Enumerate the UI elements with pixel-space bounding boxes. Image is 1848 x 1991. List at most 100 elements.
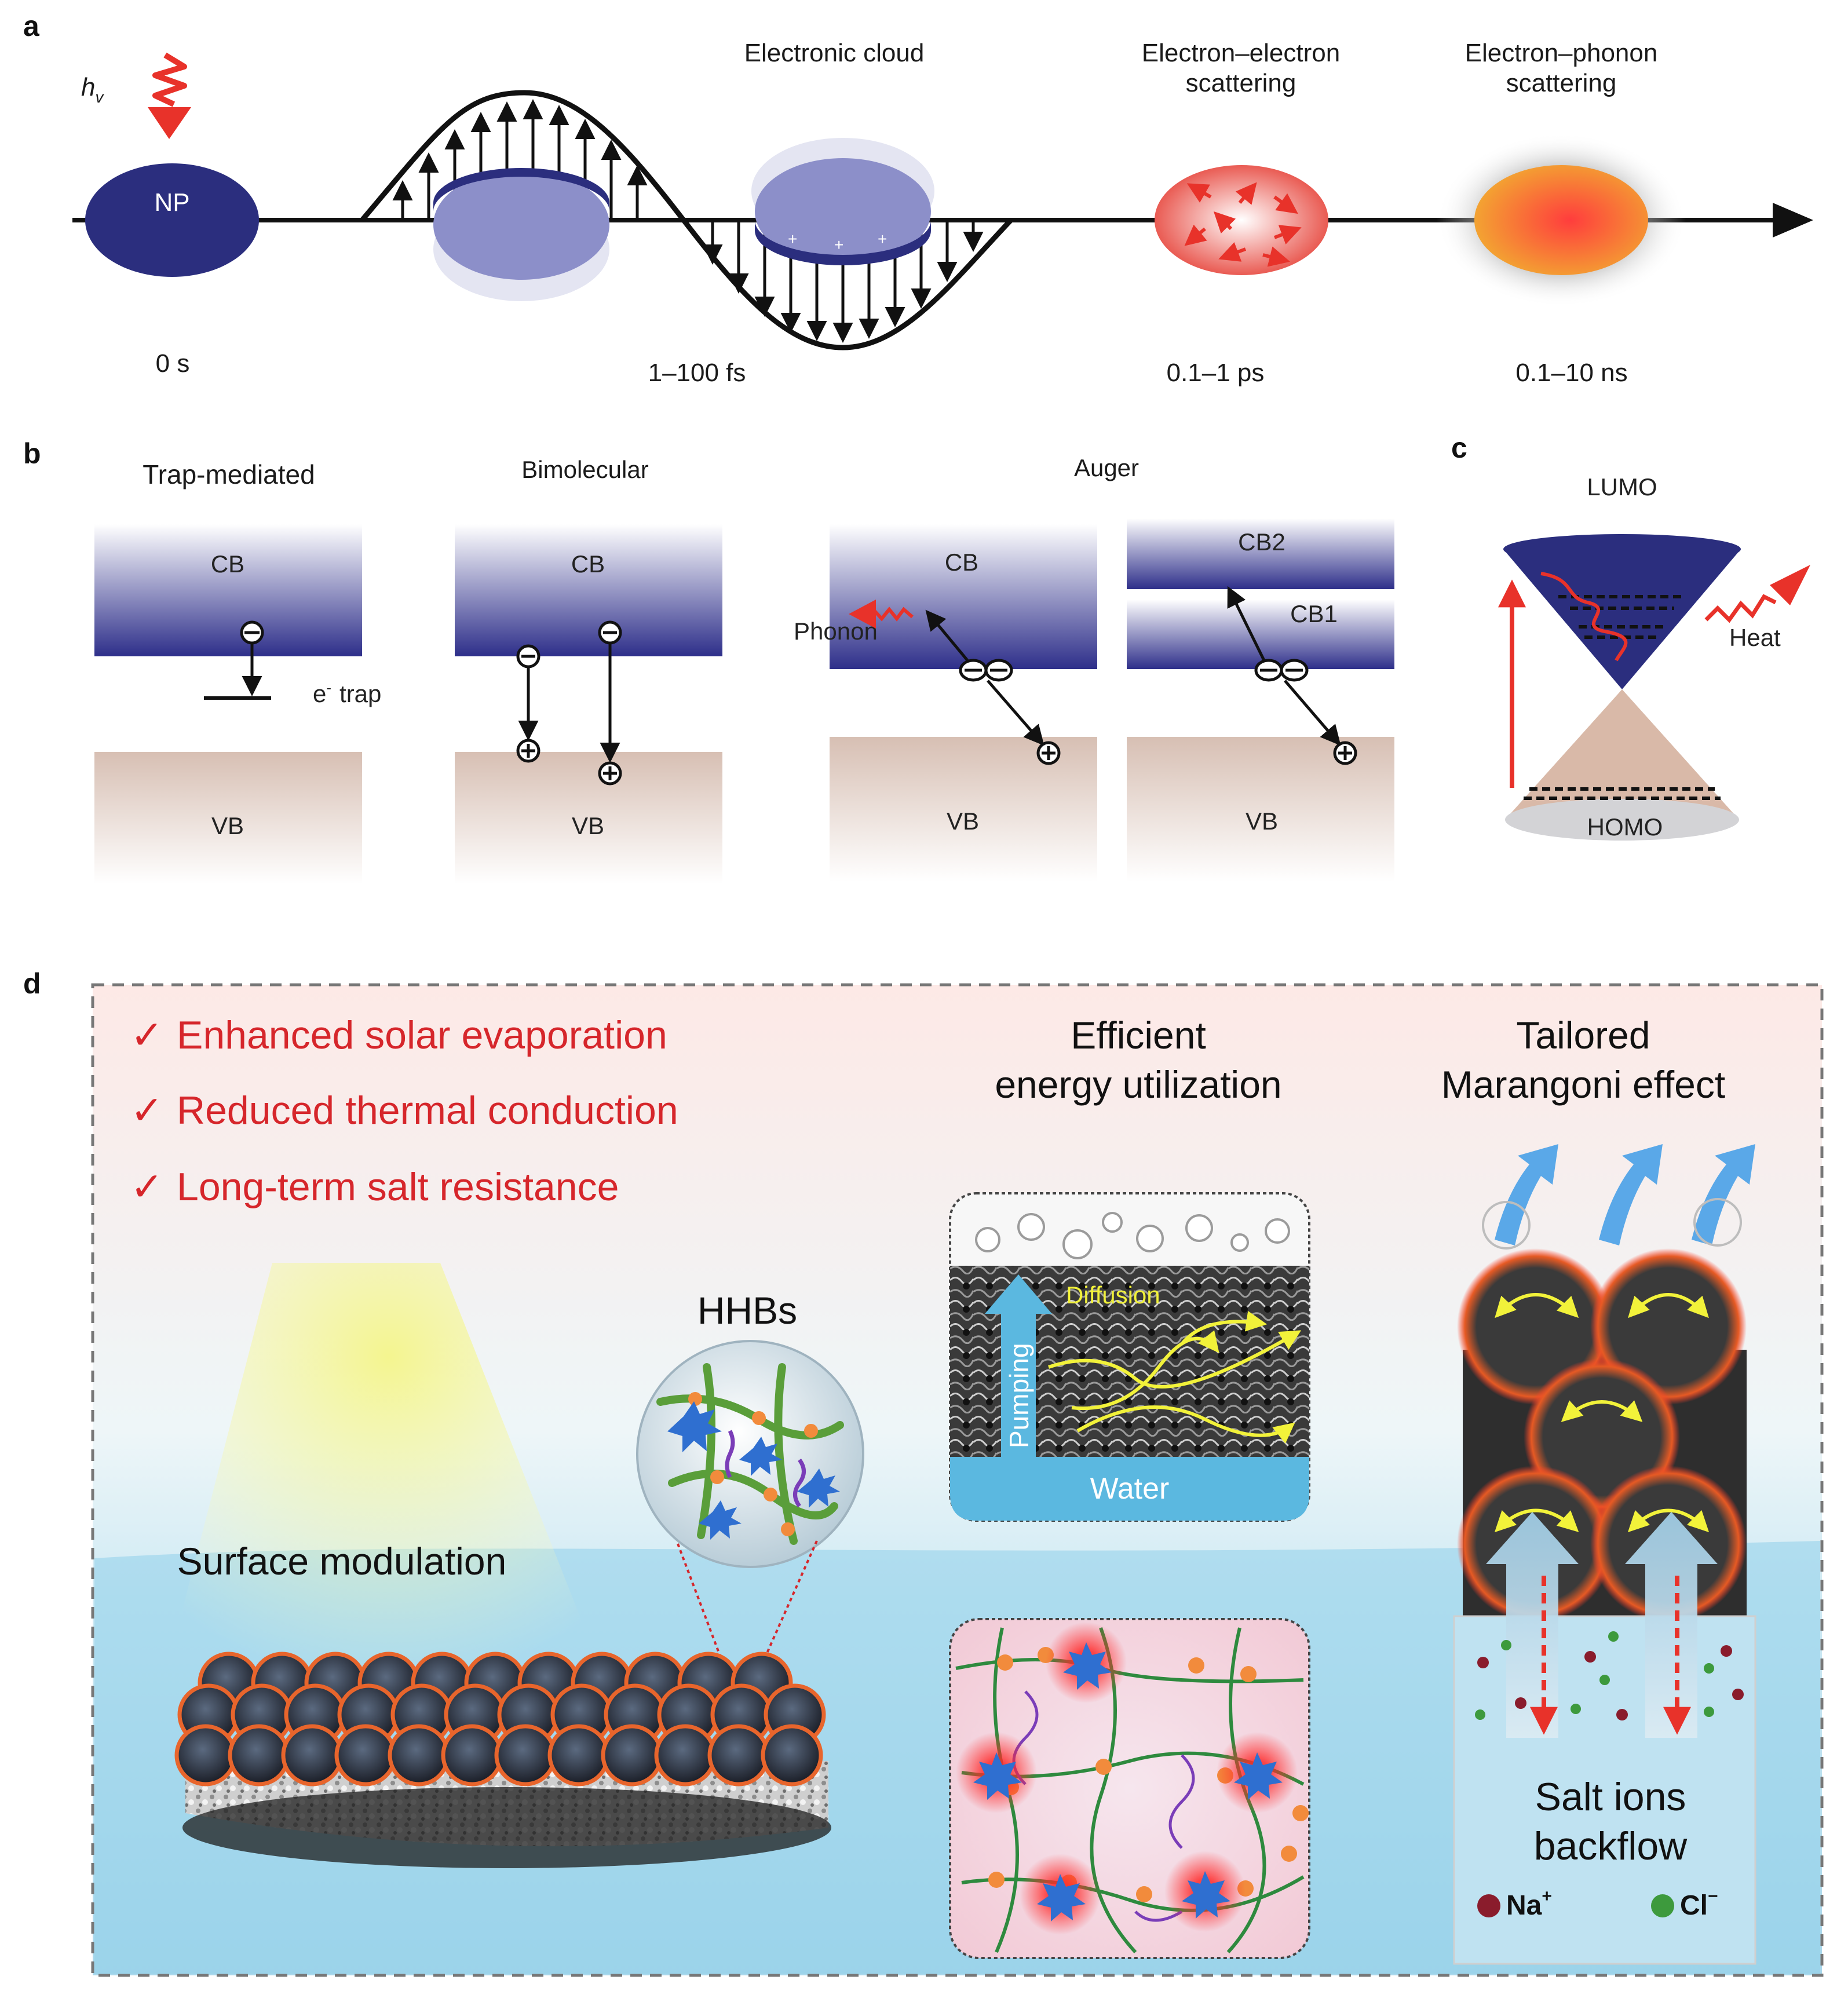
stage-electronic-cloud: Electronic cloud [744, 39, 925, 67]
lumo-cone [1503, 549, 1741, 689]
sunlight-beam [151, 1263, 626, 1732]
cb-label-bimolecular: CB [571, 550, 605, 578]
photothermal-particle [494, 1724, 557, 1787]
photothermal-particle [388, 1724, 450, 1787]
mechanism-auger: Auger [1074, 454, 1139, 481]
zoom-line-right [746, 1540, 818, 1698]
photothermal-particle [547, 1724, 610, 1787]
salt-reservoir [1453, 1615, 1756, 1965]
marangoni-flow-arrows [1494, 1293, 1710, 1533]
panel-d-label: d [23, 967, 41, 1000]
efficient-line2: energy utilization [995, 1063, 1281, 1106]
auger-carriers-1 [959, 659, 1061, 765]
na-legend-icon [1477, 1894, 1500, 1917]
photothermal-particle [654, 1724, 717, 1787]
cb-label-trap: CB [211, 550, 244, 578]
check-icon: ✓ [130, 1165, 163, 1209]
salt-ions [1475, 1631, 1744, 1720]
time-fs: 1–100 fs [648, 359, 746, 387]
evaporator-bottom [182, 1787, 831, 1868]
water-up-arrow-left [1486, 1512, 1579, 1738]
trap-label: e-trap [313, 679, 381, 707]
time-ns: 0.1–10 ns [1515, 359, 1627, 387]
stage-ep-line2: scattering [1506, 69, 1617, 97]
stage-ep-line1: Electron–phonon [1465, 39, 1658, 67]
heat-arrowhead-icon [1770, 565, 1810, 605]
photothermal-particle [761, 1724, 823, 1787]
auger-carriers-2 [1254, 659, 1357, 765]
homo-cone-rim [1505, 799, 1739, 841]
photothermal-particle [174, 1724, 237, 1787]
auger2-up-arrow [1227, 586, 1266, 662]
panel-a-label: a [23, 10, 40, 42]
photon-wavy-arrow-icon [152, 52, 187, 107]
cb-band-bimolecular [455, 524, 722, 656]
vb-label-trap: VB [211, 812, 244, 839]
photothermal-particle [601, 1724, 663, 1787]
time-axis-arrowhead-icon [1773, 203, 1813, 238]
particle-layer [174, 1652, 826, 1787]
photothermal-particle [334, 1724, 397, 1787]
plasmon-wave [360, 90, 1013, 350]
cl-legend-label: Cl− [1680, 1887, 1718, 1921]
auger-down-arrow [987, 680, 1044, 746]
time-0s: 0 s [156, 349, 190, 378]
scatter-arrows [1184, 182, 1302, 267]
marangoni-bubbles [1482, 1198, 1742, 1250]
cl-legend-icon [1651, 1894, 1674, 1917]
phonon-arrow-icon [873, 607, 914, 622]
pumping-arrow-icon [985, 1274, 1052, 1457]
hhbs-nodes [688, 1392, 818, 1536]
benefit-2: Reduced thermal conduction [177, 1088, 678, 1133]
surface-modulation-label: Surface modulation [177, 1540, 507, 1583]
diffusion-label: Diffusion [1066, 1281, 1160, 1309]
vapor-out-arrows [1495, 1144, 1755, 1245]
heat-label: Heat [1729, 624, 1781, 651]
auger-up-arrow [925, 609, 969, 662]
electron-phonon-particle [1474, 165, 1648, 275]
hhbs-chains [725, 1430, 806, 1508]
photon-arrowhead-icon [148, 107, 191, 139]
electron-electron-particle [1155, 165, 1328, 275]
hhbs-label: HHBs [697, 1289, 797, 1332]
mechanism-trap: Trap-mediated [143, 459, 315, 489]
svg-text:+: + [878, 230, 887, 248]
salt-backflow-line2: backflow [1534, 1824, 1688, 1868]
salt-backflow-line1: Salt ions [1535, 1775, 1686, 1819]
water-label: Water [1090, 1472, 1170, 1506]
check-icon: ✓ [130, 1013, 163, 1057]
vb-label-auger: VB [947, 808, 979, 835]
benefit-1: Enhanced solar evaporation [177, 1013, 667, 1057]
phonon-arrowhead-icon [849, 600, 876, 629]
pumping-label: Pumping [1004, 1343, 1034, 1448]
cb-label-auger: CB [945, 549, 978, 576]
homo-cone [1505, 689, 1739, 820]
auger2-down-arrow [1284, 680, 1341, 746]
efficient-line1: Efficient [1071, 1014, 1206, 1057]
time-ps: 0.1–1 ps [1167, 359, 1265, 387]
nanoparticle [85, 163, 259, 277]
cb1-label: CB1 [1290, 600, 1338, 627]
heat-wavy-arrow-icon [1704, 594, 1777, 623]
cb-band-trap [94, 524, 362, 656]
vb-band-trap [94, 752, 362, 884]
na-legend-label: Na+ [1506, 1887, 1552, 1921]
homo-label: HOMO [1587, 813, 1663, 841]
benefit-3: Long-term salt resistance [177, 1165, 619, 1209]
stage-ee-line2: scattering [1186, 69, 1296, 97]
cb-band-auger [830, 524, 1097, 669]
photothermal-particle [707, 1724, 770, 1787]
electron-cloud-cap-2 [755, 220, 931, 265]
panel-d: d ✓ Enhanced solar evaporation ✓ Reduced… [23, 967, 1824, 1977]
water-up-arrow-right [1625, 1512, 1718, 1738]
stage-ee-line1: Electron–electron [1142, 39, 1340, 67]
vb-band-bimolecular [455, 752, 722, 884]
tailored-line2: Marangoni effect [1441, 1063, 1725, 1106]
svg-text:+: + [788, 230, 797, 248]
photothermal-particle [228, 1724, 290, 1787]
cb2-label: CB2 [1238, 528, 1285, 556]
positive-charges: +++ [788, 230, 887, 254]
lumo-label: LUMO [1587, 473, 1657, 501]
panel-b: b Trap-mediated Bimolecular Auger CB VB … [23, 437, 1394, 884]
vapor-bubbles [975, 1212, 1290, 1259]
